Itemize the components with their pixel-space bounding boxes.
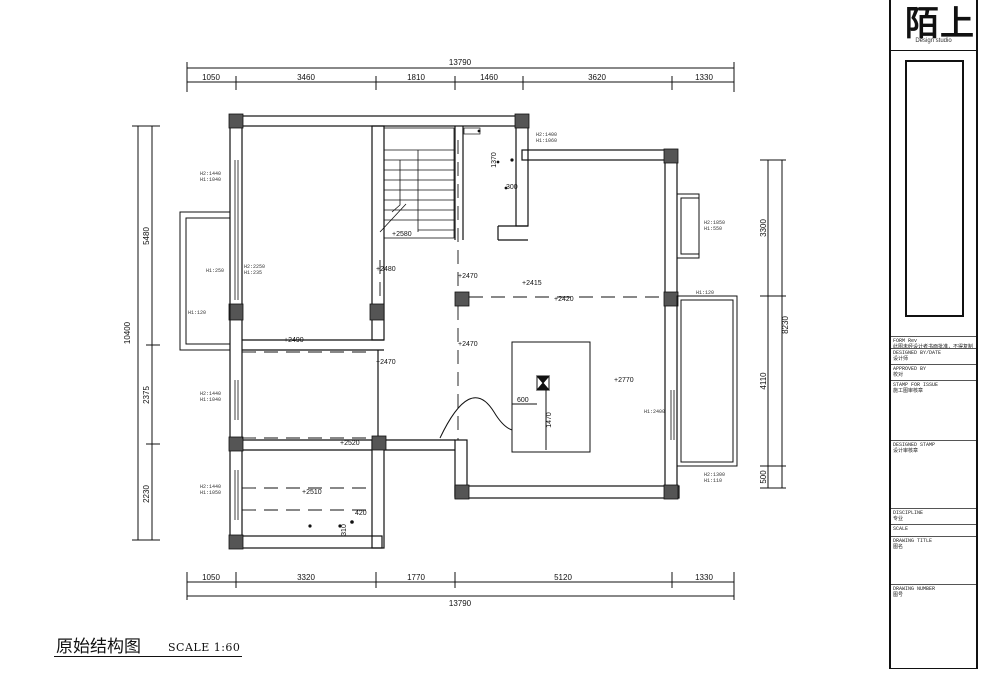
top-total-dim: 13790 bbox=[449, 58, 472, 67]
elevation-label: +2415 bbox=[522, 280, 542, 287]
right-dim-3: 500 bbox=[759, 470, 768, 484]
fixture-marks bbox=[308, 127, 514, 528]
right-dim-2: 4110 bbox=[759, 372, 768, 390]
top-dim-5: 3620 bbox=[588, 73, 606, 82]
bottom-dim-3: 1770 bbox=[407, 573, 425, 582]
tb-row-scale: SCALE bbox=[891, 524, 976, 536]
tb-row-designed: DESIGNED BY/DATE 设计师 bbox=[891, 348, 976, 364]
elevation-label: +2470 bbox=[458, 273, 478, 280]
right-dim-1: 3300 bbox=[759, 219, 768, 237]
tb-row-drawing-title: DRAWING TITLE 图名 bbox=[891, 536, 976, 584]
beam-lines bbox=[242, 140, 664, 511]
right-dimension-chain bbox=[760, 159, 786, 489]
tb-row-en: DRAWING NUMBER bbox=[893, 586, 936, 592]
logo-subtitle: Design studio bbox=[915, 38, 952, 44]
drawing-title: 原始结构图 bbox=[56, 637, 141, 657]
bottom-dimension-chain bbox=[186, 572, 735, 600]
elevation-label: +2470 bbox=[458, 341, 478, 348]
elevation-label: +2470 bbox=[376, 359, 396, 366]
tb-row-cn: 图号 bbox=[893, 592, 904, 598]
bottom-dim-1: 1050 bbox=[202, 573, 220, 582]
window-note: H1:120 bbox=[188, 310, 206, 316]
inner-dim: 420 bbox=[355, 510, 367, 517]
elevation-label: +2420 bbox=[554, 296, 574, 303]
top-dim-3: 1810 bbox=[407, 73, 425, 82]
scale-label: SCALE 1:60 bbox=[168, 641, 241, 654]
top-dimension-chain bbox=[186, 62, 735, 92]
tb-row-cn: 施工图审核章 bbox=[893, 388, 924, 394]
elevation-label: +2580 bbox=[392, 231, 412, 238]
tb-row-en: DISCIPLINE bbox=[893, 510, 924, 516]
tb-row-en: SCALE bbox=[893, 526, 909, 532]
elevation-label: +2480 bbox=[376, 266, 396, 273]
title-underline bbox=[54, 656, 242, 657]
bottom-dim-5: 1330 bbox=[695, 573, 713, 582]
tb-row-approved: APPROVED BY 校对 bbox=[891, 364, 976, 380]
elevation-label: +2510 bbox=[302, 489, 322, 496]
elevation-label: +2520 bbox=[340, 440, 360, 447]
tb-row-stamp-issue: STAMP FOR ISSUE 施工图审核章 bbox=[891, 380, 976, 440]
inner-dim: 310 bbox=[341, 524, 348, 536]
tb-row-en: STAMP FOR ISSUE bbox=[893, 382, 939, 388]
tb-row-designed-stamp: DESIGNED STAMP 设计审核章 bbox=[891, 440, 976, 508]
inner-dim: 1370 bbox=[491, 152, 498, 168]
left-dim-2: 2375 bbox=[142, 386, 151, 404]
left-dimension-chain bbox=[132, 125, 160, 541]
tb-row-en: DRAWING TITLE bbox=[893, 538, 933, 544]
inner-dim: 600 bbox=[517, 397, 529, 404]
bottom-dim-4: 5120 bbox=[554, 573, 572, 582]
inner-dim: 1470 bbox=[546, 412, 553, 428]
window-openings bbox=[234, 160, 675, 520]
studio-logo: 陌上 Design studio bbox=[891, 0, 976, 51]
tb-row-cn: 设计审核章 bbox=[893, 448, 919, 454]
tb-row-en: FORM Rev bbox=[893, 338, 918, 344]
elevation-label: +2490 bbox=[284, 337, 304, 344]
top-dim-1: 1050 bbox=[202, 73, 220, 82]
logo-mark: 陌上 bbox=[905, 4, 975, 44]
inner-dim: 300 bbox=[506, 184, 518, 191]
tb-row-cn: 此图未经设计者书面批准，不得复制 bbox=[893, 344, 974, 350]
left-dim-1: 5480 bbox=[142, 227, 151, 245]
window-note: H1:120 bbox=[696, 290, 714, 296]
right-total-dim: 8230 bbox=[781, 316, 790, 334]
stamp-frame bbox=[905, 60, 964, 317]
staircase bbox=[379, 127, 455, 239]
tb-row-cn: 校对 bbox=[893, 372, 904, 378]
window-note: H1:250 bbox=[206, 268, 224, 274]
tb-row-drawing-number: DRAWING NUMBER 图号 bbox=[891, 584, 976, 668]
elevation-label: +2770 bbox=[614, 377, 634, 384]
top-dim-2: 3460 bbox=[297, 73, 315, 82]
tb-row-cn: 图名 bbox=[893, 544, 904, 550]
tb-row-form: FORM Rev 此图未经设计者书面批准，不得复制 bbox=[891, 336, 976, 350]
title-block: 陌上 Design studio FORM Rev 此图未经设计者书面批准，不得… bbox=[889, 0, 978, 669]
right-bay-window bbox=[676, 193, 738, 467]
left-total-dim: 10400 bbox=[123, 321, 132, 344]
bottom-total-dim: 13790 bbox=[449, 599, 472, 608]
tb-row-cn: 专业 bbox=[893, 516, 904, 522]
tb-row-discipline: DISCIPLINE 专业 bbox=[891, 508, 976, 524]
left-dim-3: 2230 bbox=[142, 485, 151, 503]
tb-row-en: DESIGNED BY/DATE bbox=[893, 350, 942, 356]
tb-row-en: APPROVED BY bbox=[893, 366, 927, 372]
top-dim-6: 1330 bbox=[695, 73, 713, 82]
tb-row-en: DESIGNED STAMP bbox=[893, 442, 936, 448]
structural-columns bbox=[228, 113, 679, 550]
left-balcony bbox=[179, 211, 231, 351]
bottom-dim-2: 3320 bbox=[297, 573, 315, 582]
tb-row-cn: 设计师 bbox=[893, 356, 909, 362]
window-note: H1:2400 bbox=[644, 409, 665, 415]
central-feature bbox=[439, 341, 591, 453]
walls bbox=[229, 115, 680, 549]
top-dim-4: 1460 bbox=[480, 73, 498, 82]
